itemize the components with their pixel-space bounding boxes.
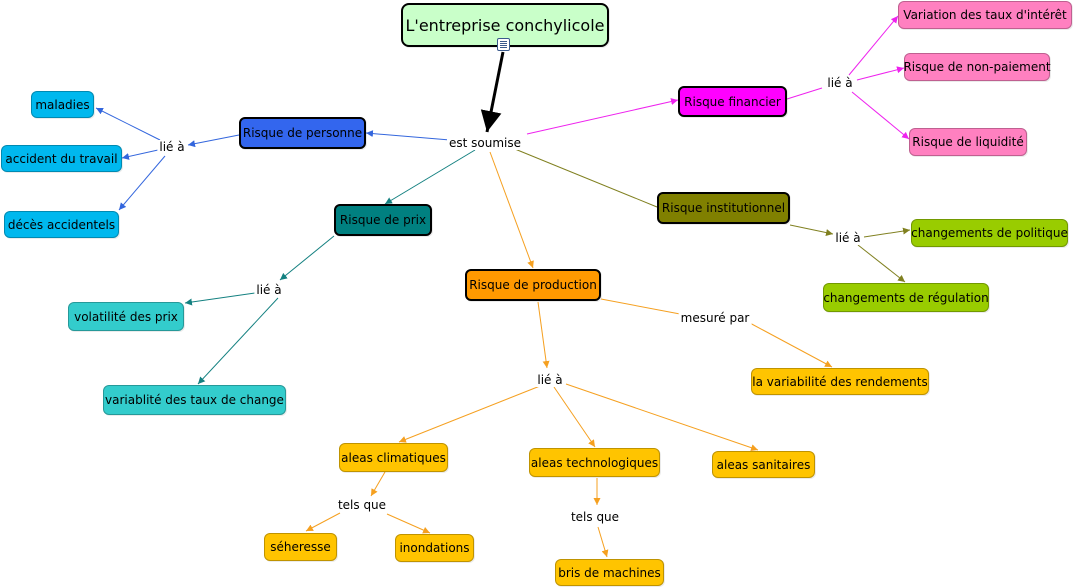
node-changements-regulation[interactable]: changements de régulation [823,283,989,312]
node-seheresse[interactable]: séheresse [264,533,337,561]
node-risque-non-paiement[interactable]: Risque de non-paiement [903,53,1051,81]
edge-lie-deces [118,155,166,211]
link-est-soumise: est soumise [446,136,524,150]
node-risque-personne[interactable]: Risque de personne [239,117,366,149]
edge-institutionnel-lie [789,224,834,236]
node-volatilite-prix[interactable]: volatilité des prix [68,302,184,331]
edge-lie-politique [863,227,911,238]
document-icon[interactable] [497,38,510,51]
node-maladies[interactable]: maladies [31,91,94,118]
edge-personne-lie [187,134,240,148]
edge-soumise-production [489,151,534,269]
node-risque-prix[interactable]: Risque de prix [334,204,432,236]
edge-lie-maladies [95,107,161,141]
edge-lie-liquidite [851,91,910,140]
link-lie-personne: lié à [157,140,187,154]
edge-lie-sanitaires [565,383,759,452]
edge-climatiques-tels [370,471,386,497]
edge-lie-accident [121,149,159,160]
edge-root-soumise [480,51,505,133]
edge-financier-lie [786,87,823,100]
link-lie-prix: lié à [254,283,284,297]
edge-mesure-rendements [747,321,833,368]
node-variablite-taux-change[interactable]: variablité des taux de change [103,385,286,415]
node-inondations[interactable]: inondations [395,534,474,562]
node-risque-financier[interactable]: Risque financier [678,86,787,117]
edge-lie-climatiques [398,385,541,443]
node-variation-taux-interet[interactable]: Variation des taux d'intérêt [898,1,1072,29]
link-tels-que-climat: tels que [335,498,389,512]
edge-tels-seheresse [305,512,341,532]
edge-lie-volatilite [184,292,256,306]
edge-production-mesure [600,298,681,315]
edge-lie-regulation [857,244,906,283]
edge-soumise-financier [526,98,679,135]
node-deces-accidentels[interactable]: décès accidentels [4,211,119,238]
edge-tels-bris [597,526,609,558]
node-aleas-technologiques[interactable]: aleas technologiques [529,448,660,477]
node-accident-travail[interactable]: accident du travail [1,145,122,172]
node-changements-politique[interactable]: changements de politique [911,219,1068,247]
edge-lie-non-paiement [856,66,905,81]
link-lie-production: lié à [535,373,565,387]
edge-soumise-personne [365,130,451,141]
edge-production-lie [537,301,550,369]
edge-lie-variablite [197,297,279,385]
node-risque-liquidite[interactable]: Risque de liquidité [909,128,1027,156]
node-aleas-climatiques[interactable]: aleas climatiques [339,443,448,472]
edge-prix-lie [279,235,335,281]
node-aleas-sanitaires[interactable]: aleas sanitaires [712,451,815,478]
link-mesure-par: mesuré par [678,311,752,325]
link-tels-que-tech: tels que [568,510,622,524]
edge-tels-inondations [386,513,431,534]
node-variabilite-rendements[interactable]: la variabilité des rendements [751,368,929,395]
edge-soumise-institutionnel [509,146,658,208]
edge-lie-technologiques [553,386,596,448]
node-bris-machines[interactable]: bris de machines [555,559,664,586]
node-risque-production[interactable]: Risque de production [465,269,601,301]
link-lie-institutionnel: lié à [833,231,863,245]
edge-lie-taux [848,15,899,76]
link-lie-financier: lié à [825,76,855,90]
edge-soumise-prix [384,149,476,205]
node-risque-institutionnel[interactable]: Risque institutionnel [657,192,790,224]
